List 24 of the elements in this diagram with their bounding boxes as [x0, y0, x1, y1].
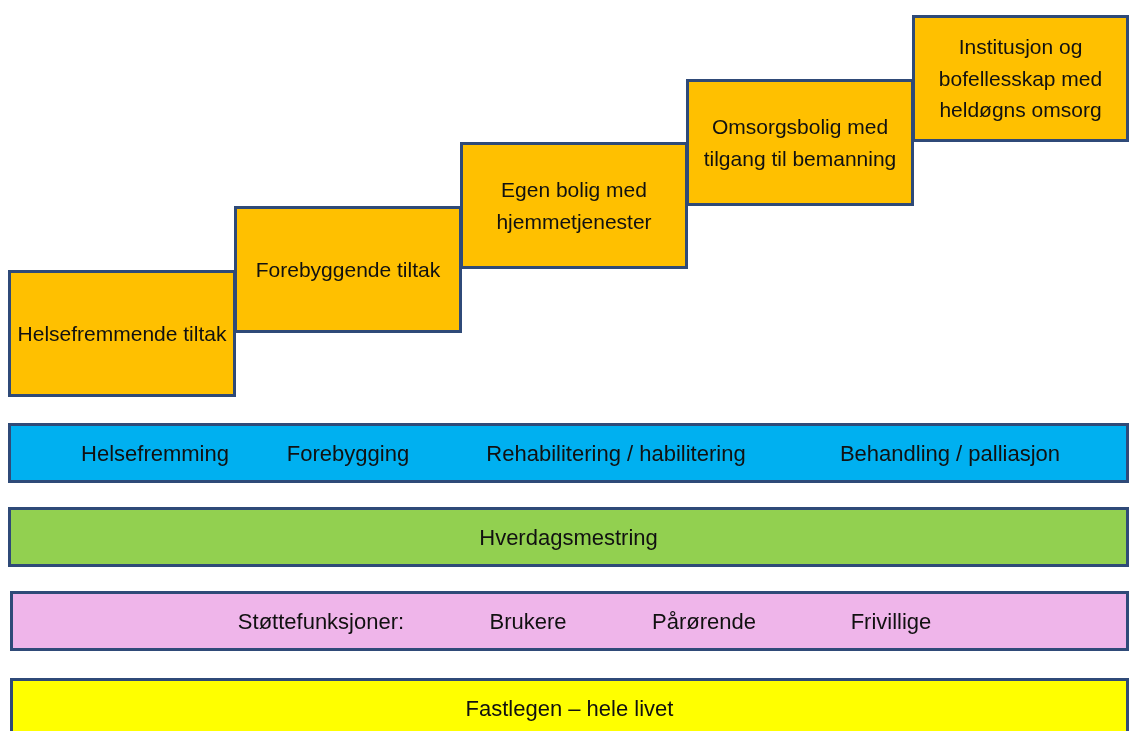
- band-label: Frivillige: [850, 607, 932, 636]
- band-label: Pårørende: [652, 607, 756, 636]
- band-label: Helsefremming: [81, 439, 229, 468]
- step-box: [8, 270, 236, 397]
- step-box: [686, 79, 914, 206]
- support-band: [10, 591, 1129, 651]
- band-label: Brukere: [489, 607, 567, 636]
- band-label: Fastlegen – hele livet: [465, 694, 674, 723]
- band-label: Behandling / palliasjon: [839, 439, 1061, 468]
- band-label: Rehabilitering / habilitering: [486, 439, 746, 468]
- service-band: [8, 507, 1129, 567]
- service-band: [8, 423, 1129, 483]
- band-label: Støttefunksjoner:: [237, 607, 405, 636]
- step-label: Egen bolig med hjemmetjenester: [495, 177, 653, 235]
- band-label: Hverdagsmestring: [479, 523, 658, 552]
- step-label: Forebyggende tiltak: [255, 256, 441, 283]
- service-band: [10, 678, 1129, 731]
- step-label: Institusjon og bofellesskap med heldøgns omsorg: [937, 34, 1104, 124]
- step-box: [460, 142, 688, 269]
- step-box: [912, 15, 1129, 142]
- step-label: Helsefremmende tiltak: [17, 320, 227, 347]
- step-label: Omsorgsbolig med tilgang til bemanning: [702, 114, 898, 172]
- step-box: [234, 206, 462, 333]
- band-label: Forebygging: [286, 439, 410, 468]
